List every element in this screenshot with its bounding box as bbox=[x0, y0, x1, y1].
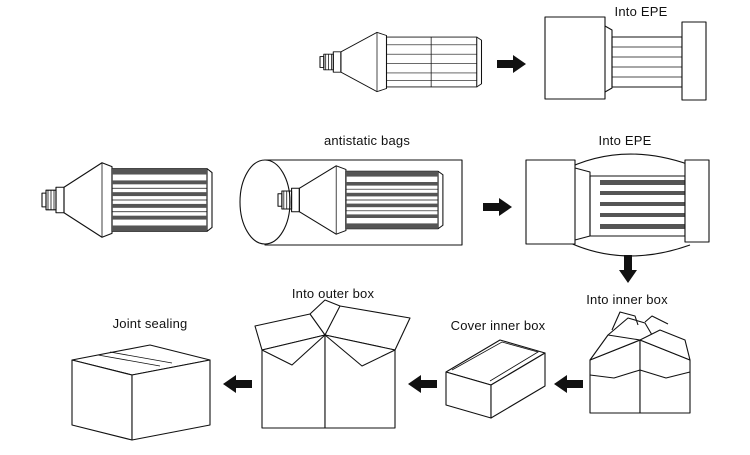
arrow-left-3 bbox=[223, 375, 252, 393]
label-into-epe-mid: Into EPE bbox=[598, 133, 652, 148]
arrow-left-1 bbox=[554, 375, 583, 393]
label-joint-sealing: Joint sealing bbox=[112, 316, 188, 331]
open-inner-box bbox=[589, 311, 691, 414]
label-antistatic-bags: antistatic bags bbox=[323, 133, 411, 148]
lamp-in-epe-top bbox=[544, 16, 707, 101]
label-into-inner-box: Into inner box bbox=[586, 292, 668, 307]
arrow-left-2 bbox=[408, 375, 437, 393]
closed-inner-box bbox=[445, 339, 546, 419]
label-into-outer-box: Into outer box bbox=[291, 286, 375, 301]
label-into-epe-top: Into EPE bbox=[614, 4, 668, 19]
label-cover-inner-box: Cover inner box bbox=[450, 318, 546, 333]
antistatic-bag bbox=[239, 159, 463, 246]
arrow-right-2 bbox=[483, 198, 512, 216]
sealed-outer-box bbox=[71, 344, 211, 441]
bagged-lamp-in-epe bbox=[525, 153, 710, 257]
lamp-dense-left bbox=[41, 162, 213, 238]
open-outer-box bbox=[254, 299, 411, 429]
arrow-right-1 bbox=[497, 55, 526, 73]
arrow-down bbox=[619, 255, 637, 283]
bare-lamp-illustration bbox=[319, 31, 483, 93]
